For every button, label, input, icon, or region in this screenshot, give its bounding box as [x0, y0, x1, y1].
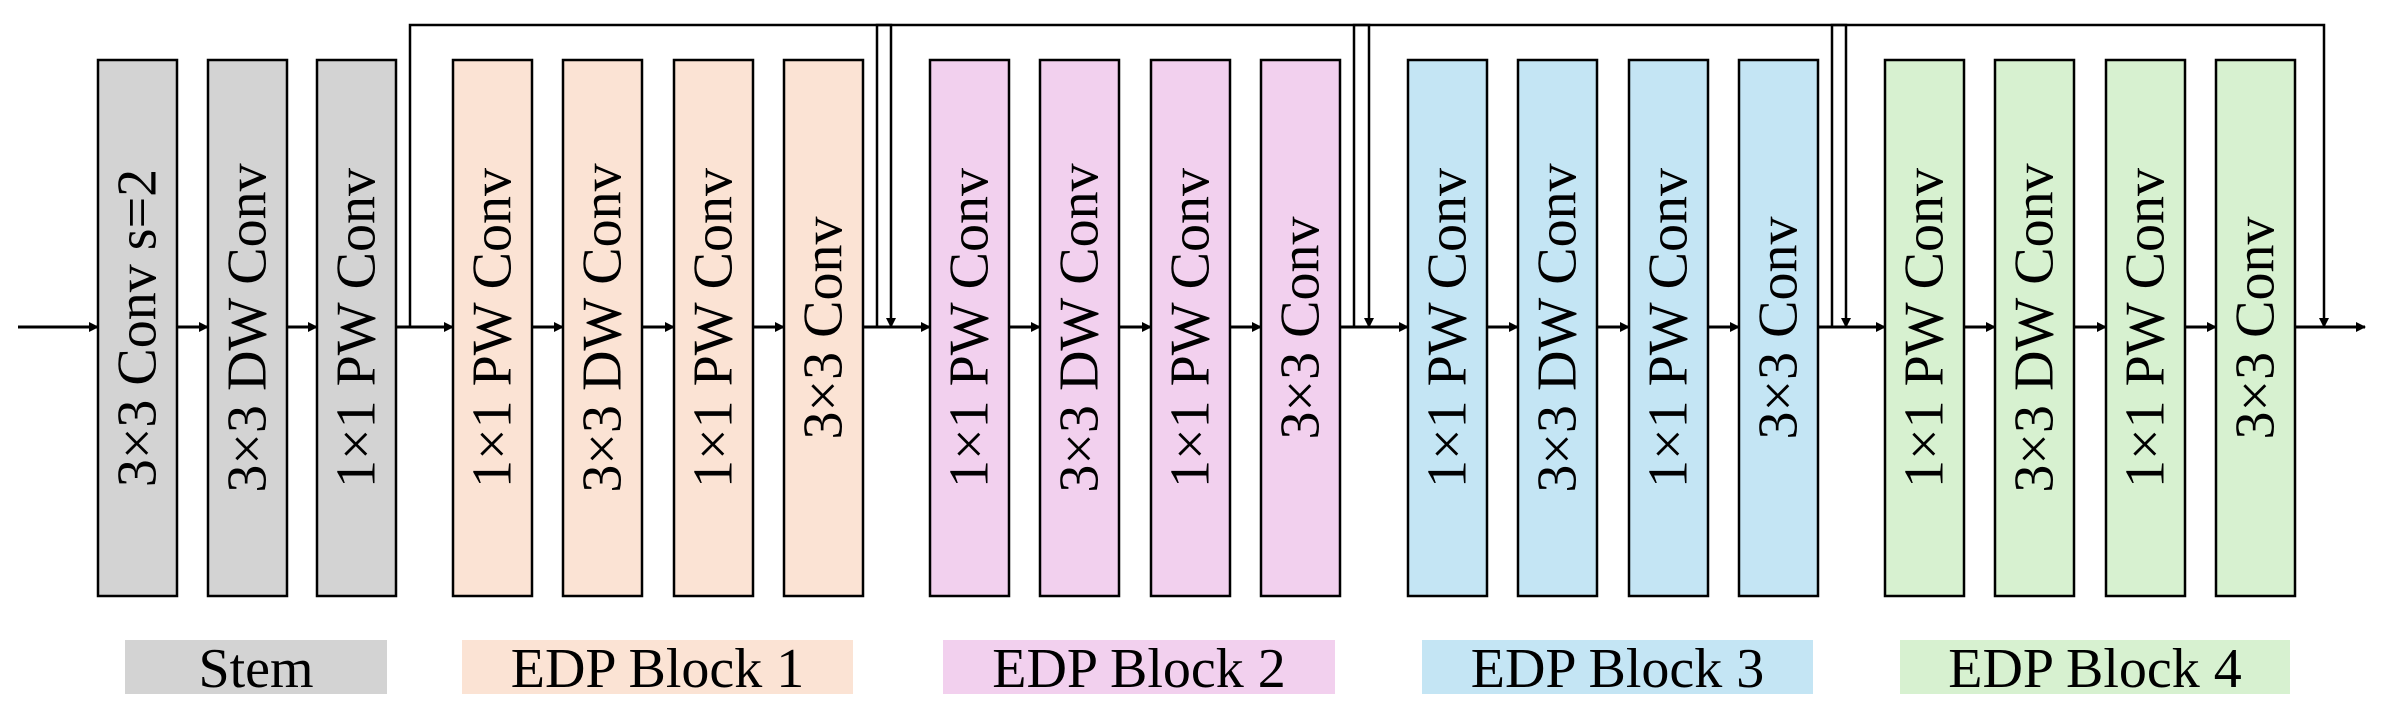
edp-block-1-legend-label: EDP Block 1: [511, 638, 804, 700]
edp-block-4-legend-label: EDP Block 4: [1948, 638, 2241, 700]
edp-block-3-layer-box: [1737, 58, 1820, 598]
stem-layer-box: [96, 58, 179, 598]
edp-block-1-layer-label: 1×1 PW Conv: [683, 168, 745, 488]
edp-block-2-layer-label: 3×3 Conv: [1270, 217, 1332, 440]
stem-legend-swatch: [125, 640, 387, 694]
edp-block-2-layer-box: [1149, 58, 1232, 598]
stem-layer-box: [206, 58, 289, 598]
edp-block-3-legend-label: EDP Block 3: [1471, 638, 1764, 700]
edp-block-4-layer-box: [2104, 58, 2187, 598]
edp-block-2-legend-label: EDP Block 2: [992, 638, 1285, 700]
edp-block-4-layer-label: 3×3 DW Conv: [2004, 163, 2066, 492]
edp-block-2-layer-label: 1×1 PW Conv: [939, 168, 1001, 488]
skip-connection: [875, 23, 1374, 328]
edp-block-1-legend-swatch: [462, 640, 853, 694]
legend: Stem EDP Block 1 EDP Block 2 EDP Block 3 EDP…: [125, 638, 2290, 700]
edp-block-1-layer-label: 1×1 PW Conv: [462, 168, 524, 488]
edp-block-3-layer-label: 1×1 PW Conv: [1638, 168, 1700, 488]
edp-block-2-layer-label: 3×3 DW Conv: [1049, 163, 1111, 492]
skip-connection: [1352, 23, 1851, 328]
edp-block-3-legend-swatch: [1422, 640, 1813, 694]
edp-block-3-layer-box: [1516, 58, 1599, 598]
edp-block-4-layer-label: 1×1 PW Conv: [1894, 168, 1956, 488]
skip-connection: [408, 23, 896, 328]
stem-layer-label: 1×1 PW Conv: [326, 168, 388, 488]
edp-block-2-layer-box: [1259, 58, 1342, 598]
stem-legend-label: Stem: [198, 638, 313, 700]
edp-block-4-legend-swatch: [1900, 640, 2290, 694]
stem-layer-label: 3×3 Conv s=2: [107, 169, 169, 487]
connections-layer: [18, 23, 2366, 332]
edp-block-3-layer-label: 1×1 PW Conv: [1417, 168, 1479, 488]
stem-layer-box: [315, 58, 398, 598]
blocks-layer: 3×3 Conv s=2 3×3 DW Conv 1×1 PW Conv 1×1 PW…: [96, 58, 2297, 598]
edp-block-1-layer-box: [782, 58, 865, 598]
edp-block-3-layer-label: 3×3 DW Conv: [1527, 163, 1589, 492]
edp-block-1-layer-label: 3×3 DW Conv: [572, 163, 634, 492]
skip-connection: [1830, 23, 2329, 328]
edp-block-4-layer-box: [1883, 58, 1966, 598]
edp-block-3-layer-label: 3×3 Conv: [1748, 217, 1810, 440]
edp-block-2-legend-swatch: [943, 640, 1335, 694]
edp-block-1-layer-label: 3×3 Conv: [793, 217, 855, 440]
stem-layer-label: 3×3 DW Conv: [217, 163, 279, 492]
edp-block-3-layer-box: [1406, 58, 1489, 598]
edp-block-4-layer-box: [2214, 58, 2297, 598]
edp-block-1-layer-box: [672, 58, 755, 598]
edp-block-1-layer-box: [561, 58, 644, 598]
edp-block-4-layer-box: [1993, 58, 2076, 598]
edp-block-1-layer-box: [451, 58, 534, 598]
edp-block-2-layer-label: 1×1 PW Conv: [1160, 168, 1222, 488]
edp-block-2-layer-box: [928, 58, 1011, 598]
edp-block-4-layer-label: 3×3 Conv: [2225, 217, 2287, 440]
edp-block-2-layer-box: [1038, 58, 1121, 598]
edp-block-3-layer-box: [1627, 58, 1710, 598]
edp-block-4-layer-label: 1×1 PW Conv: [2115, 168, 2177, 488]
